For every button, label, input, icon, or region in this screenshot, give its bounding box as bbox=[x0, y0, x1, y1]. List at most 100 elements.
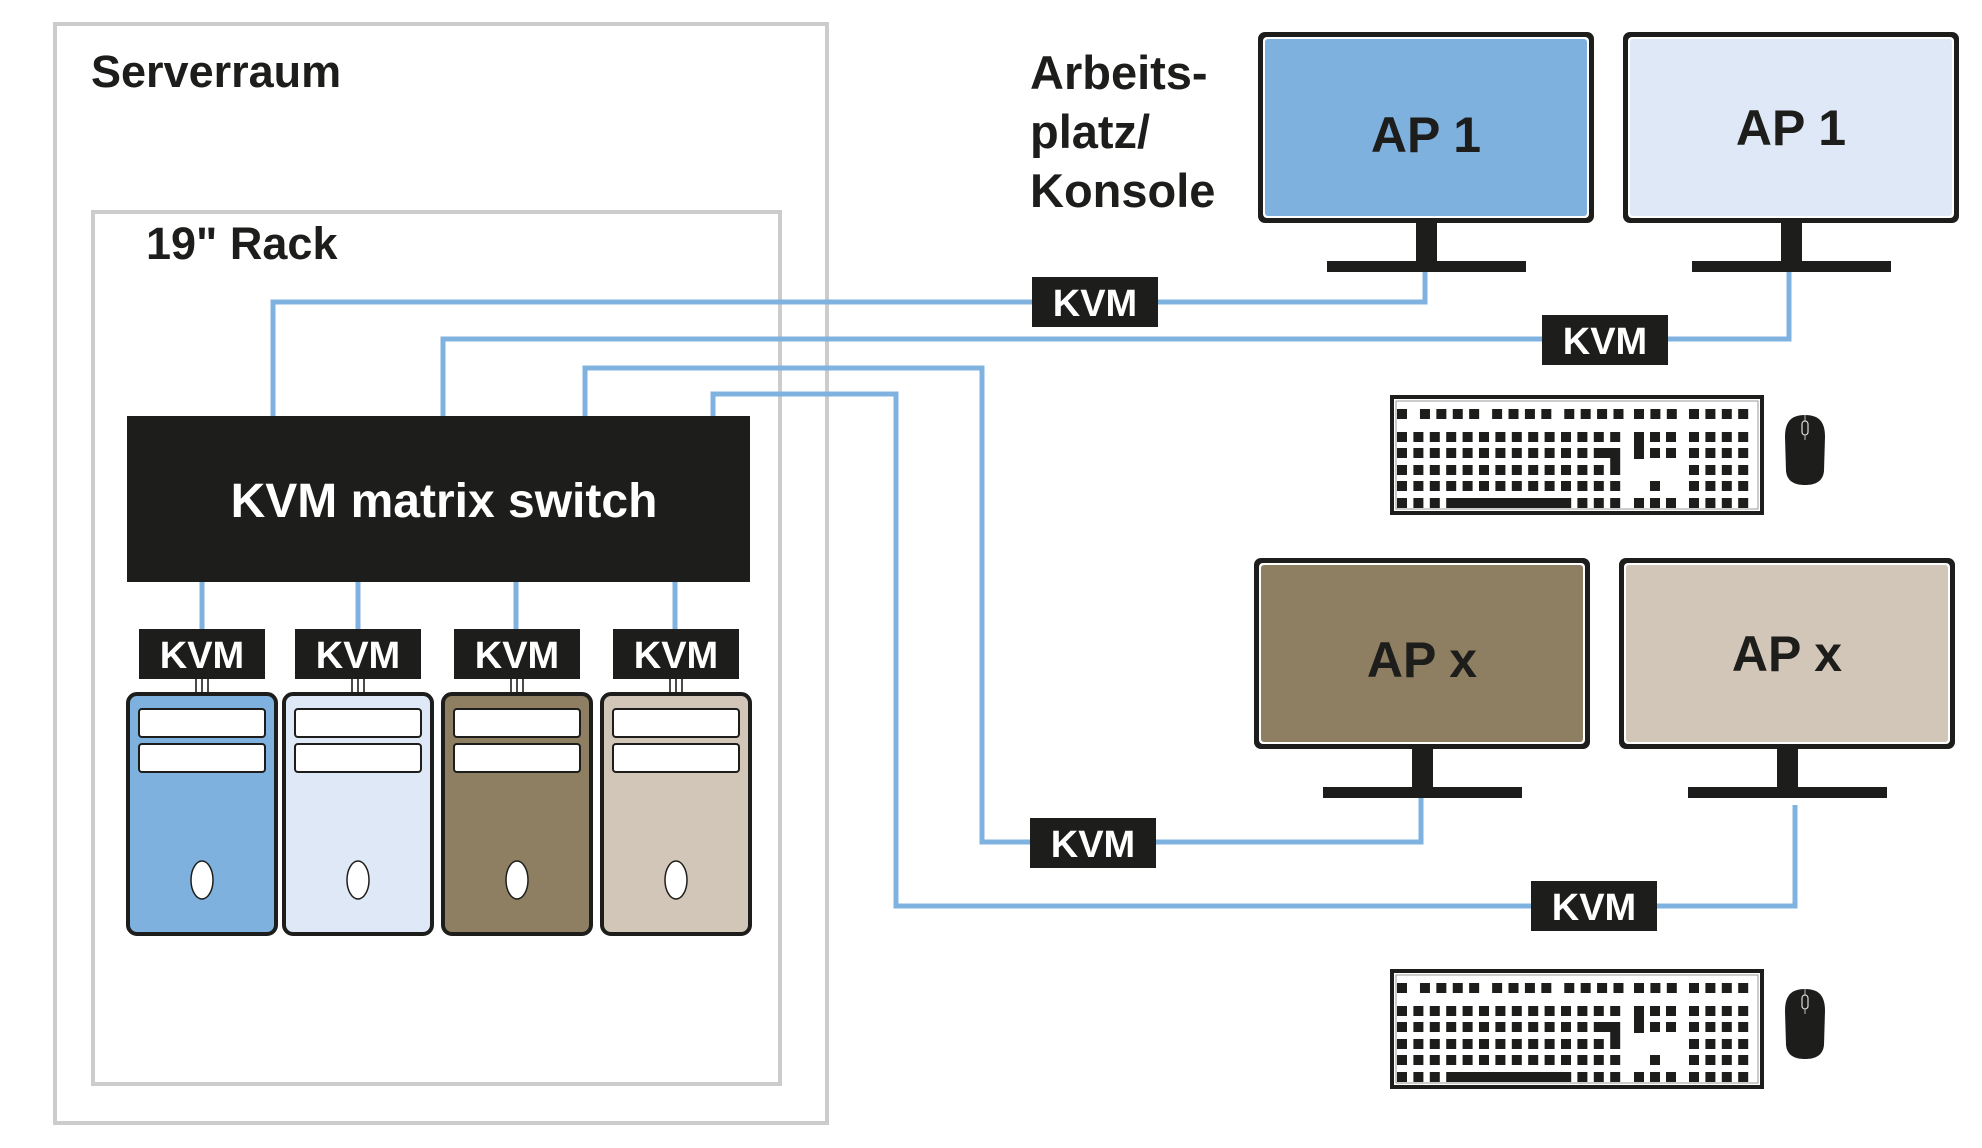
key bbox=[1413, 481, 1424, 491]
monitor-neck bbox=[1412, 749, 1433, 788]
key bbox=[1689, 1006, 1699, 1016]
drive-bay bbox=[612, 743, 740, 773]
key bbox=[1721, 1022, 1732, 1032]
key bbox=[1452, 983, 1463, 993]
key bbox=[1479, 481, 1489, 491]
key bbox=[1613, 983, 1624, 993]
workstation-heading-line-1: Arbeits- bbox=[1030, 46, 1208, 99]
keyboard-icon bbox=[1390, 395, 1764, 515]
key bbox=[1721, 1039, 1732, 1049]
key bbox=[1429, 481, 1440, 491]
key bbox=[1738, 448, 1749, 458]
server-1: KVM bbox=[126, 629, 278, 936]
mouse-body bbox=[1785, 989, 1825, 1059]
key bbox=[1528, 465, 1539, 475]
key bbox=[1593, 498, 1604, 508]
console-apx bbox=[1390, 969, 1825, 1089]
key bbox=[1462, 448, 1473, 458]
key bbox=[1397, 498, 1407, 508]
cable-switch-ap1-a bbox=[270, 271, 1428, 487]
key bbox=[1511, 465, 1522, 475]
key bbox=[1479, 465, 1489, 475]
key bbox=[1495, 448, 1506, 458]
keyboard-inner-frame bbox=[1395, 974, 1759, 1084]
key bbox=[1577, 1006, 1588, 1016]
server-kvm-module: KVM bbox=[139, 629, 265, 679]
monitor-apx-a: AP x bbox=[1254, 558, 1590, 798]
key bbox=[1508, 983, 1519, 993]
key bbox=[1666, 498, 1676, 508]
keyboard-inner-frame bbox=[1395, 400, 1759, 510]
key bbox=[1528, 1039, 1539, 1049]
key bbox=[1544, 481, 1555, 491]
key bbox=[1492, 983, 1503, 993]
key bbox=[1721, 409, 1732, 419]
key bbox=[1721, 432, 1732, 442]
key bbox=[1689, 1039, 1699, 1049]
key bbox=[1634, 1006, 1644, 1033]
console-ap1 bbox=[1390, 395, 1825, 515]
key bbox=[1689, 1072, 1699, 1082]
key bbox=[1689, 498, 1699, 508]
key bbox=[1541, 983, 1552, 993]
key bbox=[1397, 1055, 1407, 1065]
key bbox=[1610, 1022, 1621, 1049]
key bbox=[1446, 1022, 1457, 1032]
servers: KVM KVM KVM KVM bbox=[126, 629, 752, 936]
key bbox=[1650, 1055, 1660, 1065]
kvm-label-text: KVM bbox=[634, 635, 718, 677]
key bbox=[1492, 409, 1503, 419]
kvm-label-text: KVM bbox=[316, 635, 400, 677]
key bbox=[1495, 1006, 1506, 1016]
cable-switch-apx-a bbox=[582, 365, 1424, 845]
key bbox=[1593, 1022, 1620, 1032]
key bbox=[1610, 448, 1621, 475]
key bbox=[1544, 1022, 1555, 1032]
key bbox=[1397, 1006, 1407, 1016]
key bbox=[1721, 1055, 1732, 1065]
link-ap1-b: KVM bbox=[1542, 315, 1668, 365]
key bbox=[1429, 1022, 1440, 1032]
key bbox=[1705, 1039, 1716, 1049]
key bbox=[1511, 1022, 1522, 1032]
key bbox=[1593, 1055, 1604, 1065]
key bbox=[1721, 1072, 1732, 1082]
key bbox=[1544, 465, 1555, 475]
key bbox=[1397, 409, 1407, 419]
key bbox=[1508, 409, 1519, 419]
key bbox=[1436, 409, 1447, 419]
power-button-icon bbox=[190, 860, 214, 900]
key bbox=[1577, 1022, 1588, 1032]
drive-bay bbox=[294, 743, 422, 773]
rack-frame bbox=[91, 210, 782, 1086]
mouse-icon bbox=[1785, 415, 1825, 485]
key bbox=[1419, 409, 1430, 419]
monitor-base bbox=[1323, 787, 1522, 798]
key bbox=[1666, 1072, 1676, 1082]
key bbox=[1610, 1072, 1621, 1082]
key bbox=[1413, 432, 1424, 442]
key bbox=[1593, 448, 1620, 458]
key bbox=[1597, 983, 1608, 993]
key bbox=[1446, 1039, 1457, 1049]
key bbox=[1446, 432, 1457, 442]
key bbox=[1564, 983, 1575, 993]
key bbox=[1689, 1022, 1699, 1032]
key bbox=[1705, 498, 1716, 508]
key bbox=[1705, 481, 1716, 491]
key bbox=[1689, 481, 1699, 491]
kvm-label-text: KVM bbox=[475, 635, 559, 677]
link-apx-b: KVM bbox=[1531, 881, 1657, 931]
key bbox=[1397, 465, 1407, 475]
key bbox=[1511, 1039, 1522, 1049]
key bbox=[1479, 448, 1489, 458]
key bbox=[1462, 432, 1473, 442]
key bbox=[1397, 983, 1407, 993]
key bbox=[1528, 432, 1539, 442]
key bbox=[1429, 465, 1440, 475]
kvm-label-box bbox=[139, 629, 265, 679]
monitor-label: AP 1 bbox=[1736, 100, 1846, 156]
key bbox=[1511, 1006, 1522, 1016]
key bbox=[1705, 1055, 1716, 1065]
kvm-label-text: KVM bbox=[1053, 283, 1137, 325]
